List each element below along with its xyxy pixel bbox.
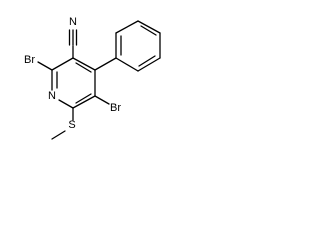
atom-label-br-c5: Br xyxy=(110,102,121,114)
bond-c5-c6-inner xyxy=(75,93,92,104)
phenyl-ring xyxy=(94,20,161,72)
atom-label-ring-n: N xyxy=(48,90,56,102)
bond-c4-phenyl xyxy=(94,57,117,71)
nitrile-group xyxy=(68,29,78,59)
bond-c2-c3 xyxy=(51,57,74,71)
bond-ph-3 xyxy=(137,20,161,34)
bond-ph-inner-2 xyxy=(140,25,157,36)
bond-c2-br xyxy=(37,61,53,71)
molecule-structure: N Br N Br S xyxy=(24,16,161,140)
bond-ph-6 xyxy=(115,57,139,72)
bond-c6-n1 xyxy=(58,99,74,109)
bond-c3-c4-inner xyxy=(75,62,92,73)
bond-c5-br xyxy=(94,95,110,105)
bond-ph-2 xyxy=(115,20,139,34)
atom-label-br-c2: Br xyxy=(24,54,35,66)
bond-ph-5 xyxy=(137,57,161,72)
pyridine-ring xyxy=(51,57,96,109)
atom-label-nitrile-n: N xyxy=(69,16,77,28)
bond-ph-inner-3 xyxy=(138,55,156,67)
atom-label-sulfur: S xyxy=(68,119,75,131)
bond-s-methyl xyxy=(51,130,66,140)
bond-c3-c4 xyxy=(72,57,96,71)
bond-c5-c6 xyxy=(72,95,96,109)
